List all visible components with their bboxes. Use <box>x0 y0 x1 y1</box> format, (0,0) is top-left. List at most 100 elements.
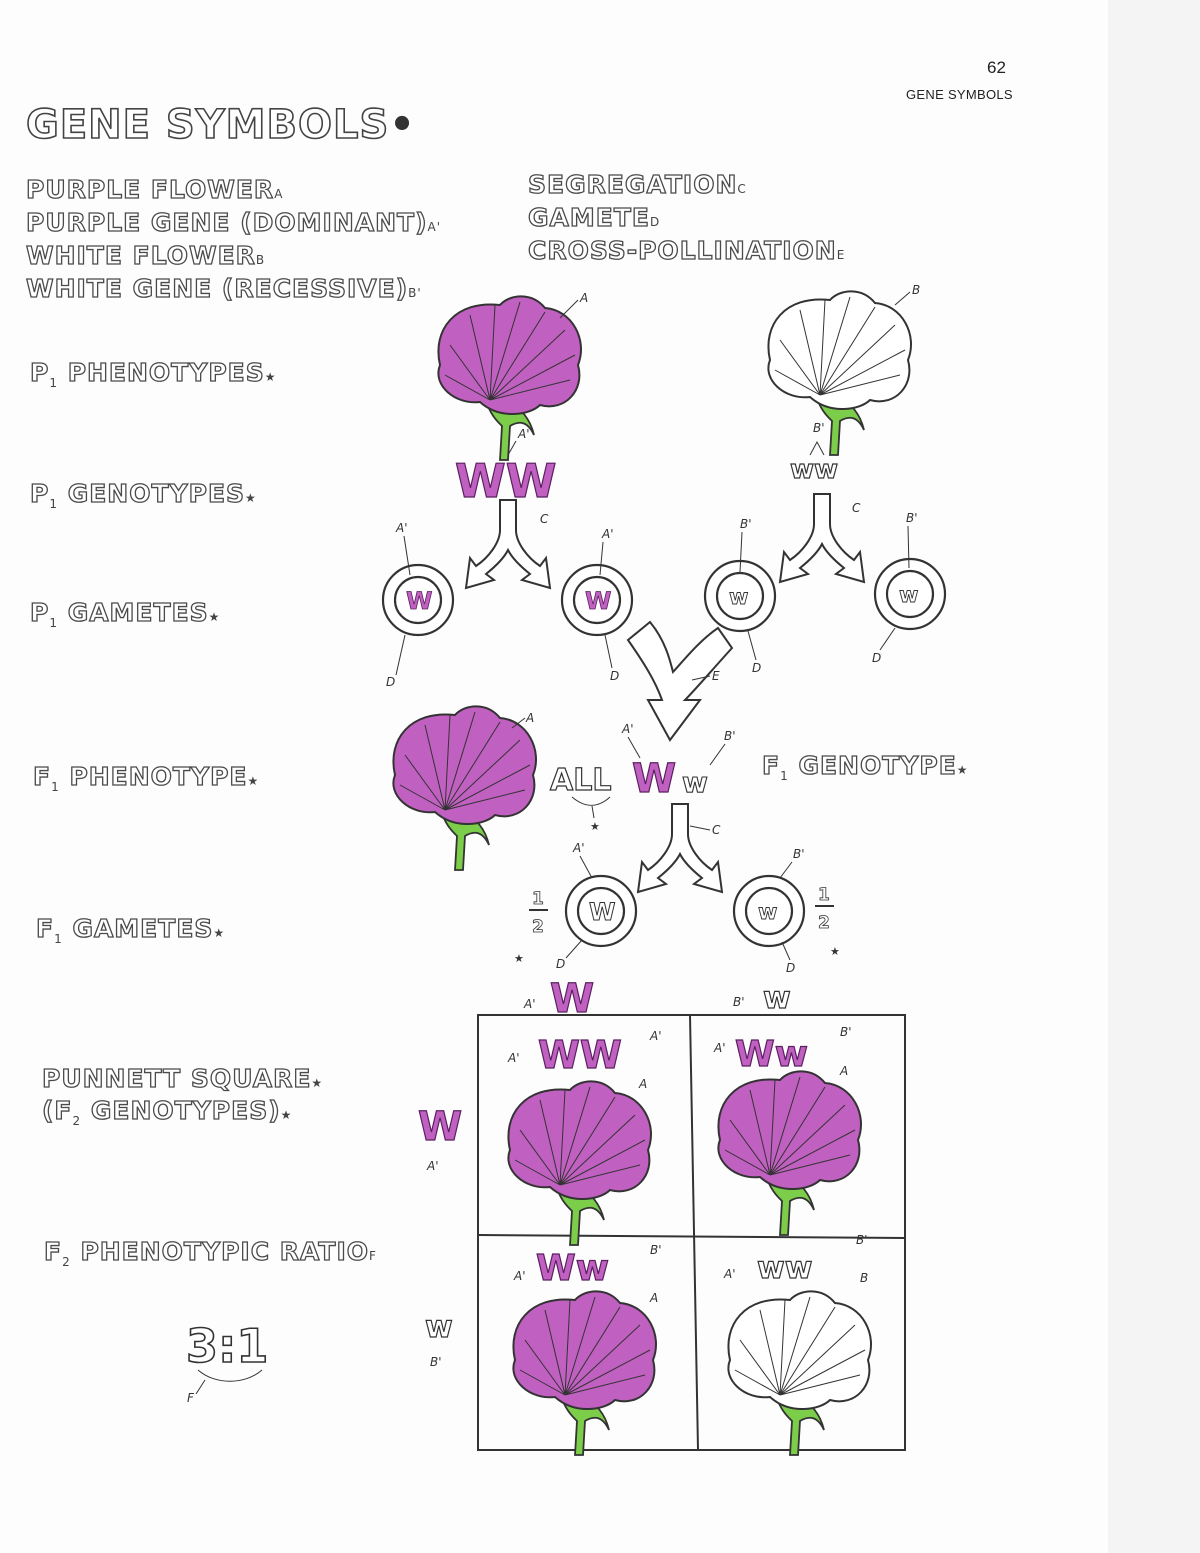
legend-term-cross-pollination: CROSS-POLLINATIONE <box>527 235 846 265</box>
callout-bp-c2: B' <box>840 1025 852 1039</box>
callout-bp-c3: B' <box>650 1243 662 1257</box>
svg-text:2: 2 <box>532 917 544 937</box>
callout-ap-f1: A' <box>621 722 634 736</box>
callout-c-f1: C <box>712 823 721 837</box>
legend-term-segregation: SEGREGATIONC <box>527 169 747 199</box>
punnett-flower-ww-het-1 <box>717 1070 863 1236</box>
callout-bp-g1: B' <box>740 517 752 531</box>
svg-text:w: w <box>729 585 748 609</box>
p1-white-flower <box>767 290 913 456</box>
callout-b-p1: B <box>912 283 920 297</box>
callout-bp-f1g: B' <box>793 847 805 861</box>
gamete-p1-purple-1: W <box>381 563 455 637</box>
label-f2-phenotypic-ratio: F2 PHENOTYPIC RATIOF <box>43 1236 377 1269</box>
gamete-p1-white-2: w <box>873 557 947 631</box>
genotype-p1-white: ww <box>790 455 838 485</box>
genotype-f1-small: w <box>682 766 708 799</box>
callout-e: E <box>712 669 720 683</box>
gamete-p1-purple-2: W <box>560 563 634 637</box>
callout-d-g1: D <box>386 675 395 689</box>
fraction-half-left: 1 2 <box>529 889 548 937</box>
callout-bp-row2: B' <box>430 1355 442 1369</box>
callout-a-f1: A <box>525 711 534 725</box>
star-f1-all: ★ <box>590 821 600 833</box>
callout-c-p1b: C <box>852 501 861 515</box>
legend-term-purple-flower: PURPLE FLOWERA <box>25 174 284 204</box>
callout-ap-c1b: A' <box>649 1029 662 1043</box>
callout-ap-c3: A' <box>513 1269 526 1283</box>
gamete-p1-white-1: w <box>703 559 777 633</box>
svg-text:W: W <box>585 587 611 615</box>
callout-a-c1: A <box>638 1077 647 1091</box>
star-half-right: ★ <box>830 946 840 958</box>
callout-a-p1: A <box>579 291 588 305</box>
svg-text:w: w <box>899 583 918 607</box>
callout-f: F <box>187 1391 195 1405</box>
label-f1-gametes: F1 GAMETES★ <box>35 913 226 946</box>
punnett-grid <box>477 1014 906 1451</box>
genotype-f1-big: W <box>632 756 676 802</box>
callout-bp-p1: B' <box>813 421 825 435</box>
punnett-cell-genotype-1: WW <box>538 1033 622 1077</box>
callout-a-c3: A <box>649 1291 658 1305</box>
segregation-arrow-purple <box>465 499 551 589</box>
label-p1-phenotypes: P1 PHENOTYPES★ <box>29 357 277 390</box>
callout-bp-c4: B' <box>856 1233 868 1247</box>
punnett-cell-genotype-2: Ww <box>735 1034 808 1075</box>
punnett-row-header-1: W <box>418 1104 462 1150</box>
punnett-flower-white <box>727 1290 873 1456</box>
cross-pollination-arrow <box>626 620 734 742</box>
punnett-flower-ww <box>507 1080 653 1246</box>
genotype-f1-all: ALL <box>550 763 611 798</box>
svg-text:1: 1 <box>818 885 830 905</box>
callout-ap-c4: A' <box>723 1267 736 1281</box>
worksheet-page <box>1108 0 1109 1553</box>
running-head: GENE SYMBOLS <box>906 87 1013 102</box>
callout-d-f1g2: D <box>786 961 795 975</box>
fraction-half-right: 1 2 <box>815 885 834 933</box>
callout-ap-g1: A' <box>395 521 408 535</box>
label-punnett-square: PUNNETT SQUARE★ <box>41 1063 324 1093</box>
segregation-arrow-f1 <box>637 803 723 893</box>
label-f1-phenotype: F1 PHENOTYPE★ <box>32 761 260 794</box>
callout-ap-row1: A' <box>426 1159 439 1173</box>
page-number: 62 <box>987 58 1006 77</box>
label-f1-genotype: F1 GENOTYPE★ <box>761 750 969 783</box>
callout-ap-f1g: A' <box>572 841 585 855</box>
punnett-col-header-2: w <box>763 981 791 1016</box>
label-f2-genotypes: (F2 GENOTYPES)★ <box>41 1095 293 1128</box>
callout-ap-col1: A' <box>523 997 536 1011</box>
star-half-left: ★ <box>514 953 524 965</box>
svg-text:2: 2 <box>818 913 830 933</box>
callout-ap-g2: A' <box>601 527 614 541</box>
svg-text:W: W <box>589 898 615 926</box>
punnett-row-header-2: w <box>425 1310 453 1345</box>
callout-d-f1g1: D <box>556 957 565 971</box>
legend-term-white-flower: WHITE FLOWERB <box>25 240 266 270</box>
callout-d-g2: D <box>610 669 619 683</box>
gamete-f1-purple: W <box>564 874 638 948</box>
legend-term-purple-gene: PURPLE GENE (DOMINANT)A' <box>25 207 442 237</box>
legend-term-white-gene: WHITE GENE (RECESSIVE)B' <box>25 273 422 303</box>
ratio-3-1: 3:1 <box>186 1319 268 1373</box>
callout-a-c2: A <box>839 1064 848 1078</box>
label-p1-genotypes: P1 GENOTYPES★ <box>29 478 257 511</box>
legend-term-gamete: GAMETED <box>527 202 661 232</box>
svg-text:w: w <box>758 900 777 924</box>
callout-d-g3: D <box>752 661 761 675</box>
svg-text:1: 1 <box>532 889 544 909</box>
page-title: GENE SYMBOLS• <box>25 101 416 149</box>
callout-d-g4: D <box>872 651 881 665</box>
punnett-flower-ww-het-2 <box>512 1290 658 1456</box>
callout-c-p1a: C <box>540 512 549 526</box>
callout-bp-f1: B' <box>724 729 736 743</box>
gamete-f1-white: w <box>732 874 806 948</box>
punnett-cell-genotype-4: ww <box>757 1251 812 1286</box>
scan-background <box>1108 0 1200 1553</box>
f1-purple-flower <box>392 705 538 871</box>
label-p1-gametes: P1 GAMETES★ <box>29 597 221 630</box>
callout-bp-col2: B' <box>733 995 745 1009</box>
callout-ap-c1: A' <box>507 1051 520 1065</box>
callout-ap-c2: A' <box>713 1041 726 1055</box>
